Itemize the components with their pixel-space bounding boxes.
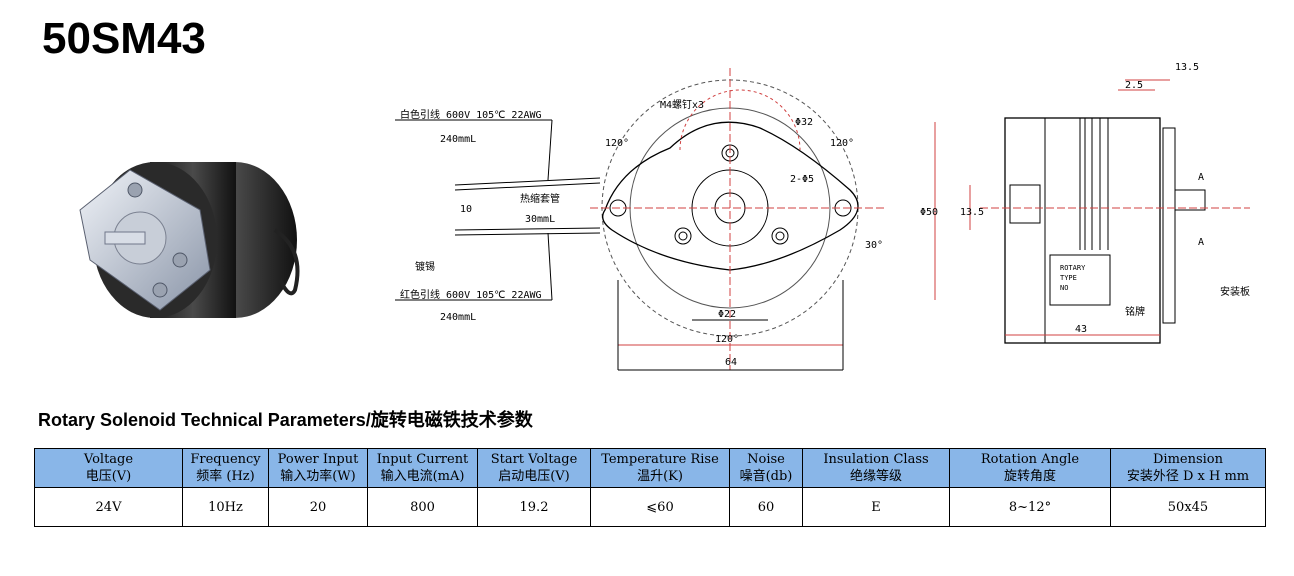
angle-30-label: 30° xyxy=(865,240,883,251)
angle-tr-label: 120° xyxy=(830,138,854,149)
cell-frequency: 10Hz xyxy=(182,487,269,527)
width-64-label: 64 xyxy=(725,357,737,368)
dim-25-label: 2.5 xyxy=(1125,80,1143,91)
lead-red-length: 240mmL xyxy=(440,312,476,323)
dia22-label: Φ22 xyxy=(718,309,736,320)
product-photo xyxy=(79,162,300,318)
angle-tl-label: 120° xyxy=(605,138,629,149)
cell-insulation-class: E xyxy=(802,487,950,527)
label-type: TYPE xyxy=(1060,274,1077,282)
tin-label: 镀锡 xyxy=(415,260,435,273)
dim-135-top-label: 13.5 xyxy=(1175,62,1199,73)
cell-input-current: 800 xyxy=(367,487,478,527)
cell-rotation-angle: 8~12° xyxy=(949,487,1111,527)
shrink-tube-label: 热缩套管 xyxy=(520,192,560,205)
section-a2-label: A xyxy=(1198,237,1204,248)
page-title: 50SM43 xyxy=(42,14,206,63)
dia50-label: Φ50 xyxy=(920,207,938,218)
lead-white-label: 白色引线 600V 105℃ 22AWG xyxy=(400,108,542,121)
cell-voltage: 24V xyxy=(34,487,183,527)
cell-dimension: 50x45 xyxy=(1110,487,1266,527)
angle-b-label: 120° xyxy=(715,334,739,345)
cell-start-voltage: 19.2 xyxy=(477,487,591,527)
lead-white-length: 240mmL xyxy=(440,134,476,145)
mount-plate-label: 安装板 xyxy=(1220,285,1250,298)
dia32-label: Φ32 xyxy=(795,117,813,128)
screw-label: M4螺钉x3 xyxy=(660,99,704,111)
cell-temperature-rise: ⩽60 xyxy=(590,487,730,527)
table-title: Rotary Solenoid Technical Parameters/旋转电… xyxy=(38,410,533,430)
len43-label: 43 xyxy=(1075,324,1087,335)
cell-power-input: 20 xyxy=(268,487,368,527)
technical-drawing: 白色引线 600V 105℃ 22AWG 240mmL 红色引线 600V 10… xyxy=(395,62,1250,371)
label-no: NO xyxy=(1060,284,1068,292)
lead-red-label: 红色引线 600V 105℃ 22AWG xyxy=(400,288,542,301)
holes-label: 2-Φ5 xyxy=(790,174,814,185)
table-row: 24V 10Hz 20 800 19.2 ⩽60 60 E 8~12° 50x4… xyxy=(34,487,1266,527)
dim-135-side-label: 13.5 xyxy=(960,207,984,218)
section-a1-label: A xyxy=(1198,172,1204,183)
nameplate-label: 铭牌 xyxy=(1125,305,1145,318)
tube-length-label: 30mmL xyxy=(525,214,555,225)
label-rotary: ROTARY xyxy=(1060,264,1086,272)
cell-noise: 60 xyxy=(729,487,803,527)
strip-length-label: 10 xyxy=(460,204,472,215)
